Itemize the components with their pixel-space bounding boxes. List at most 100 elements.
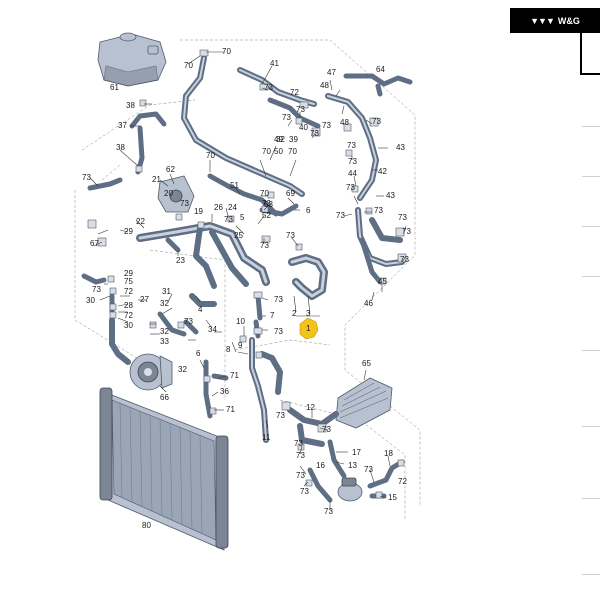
callout-75: 75 <box>124 277 133 286</box>
callout-70: 70 <box>206 151 215 160</box>
callout-73: 73 <box>402 227 411 236</box>
radiator <box>99 387 229 551</box>
callout-71: 71 <box>230 371 239 380</box>
callout-20: 20 <box>164 189 173 198</box>
callout-27: 27 <box>140 295 149 304</box>
callout-44: 44 <box>348 169 357 178</box>
callout-25: 25 <box>234 231 243 240</box>
callout-4: 4 <box>198 305 203 314</box>
callout-18: 18 <box>384 449 393 458</box>
callout-36: 36 <box>220 387 229 396</box>
callout-19: 19 <box>194 207 203 216</box>
callout-73: 73 <box>372 117 381 126</box>
callout-66: 66 <box>160 393 169 402</box>
callout-37: 37 <box>118 121 127 130</box>
callout-10: 10 <box>236 317 245 326</box>
callout-47: 47 <box>327 68 336 77</box>
callout-31: 31 <box>162 287 171 296</box>
callout-73: 73 <box>296 105 305 114</box>
callout-43: 43 <box>386 191 395 200</box>
side-divider <box>582 276 600 277</box>
callout-73: 73 <box>347 141 356 150</box>
callout-17: 17 <box>352 448 361 457</box>
callout-42: 42 <box>378 167 387 176</box>
side-divider <box>582 126 600 127</box>
callout-80: 80 <box>142 521 151 530</box>
callout-45: 45 <box>378 277 387 286</box>
side-divider <box>582 176 600 177</box>
leader-lines <box>89 51 407 510</box>
brand-name: W&G <box>557 15 580 26</box>
callout-72: 72 <box>124 311 133 320</box>
callout-72: 72 <box>398 477 407 486</box>
callout-51: 51 <box>230 181 239 190</box>
callout-6: 6 <box>196 349 201 358</box>
callout-5: 5 <box>240 213 245 222</box>
side-divider <box>582 498 600 499</box>
callout-6: 6 <box>306 206 311 215</box>
callout-73: 73 <box>296 451 305 460</box>
callout-73: 73 <box>322 425 331 434</box>
callout-50: 50 <box>274 147 283 156</box>
callout-29: 29 <box>124 227 133 236</box>
callout-33: 33 <box>160 337 169 346</box>
callout-9: 9 <box>238 341 243 350</box>
callout-73: 73 <box>224 215 233 224</box>
callout-73: 73 <box>310 129 319 138</box>
callout-29: 29 <box>124 269 133 278</box>
callout-2: 2 <box>292 309 297 318</box>
callout-23: 23 <box>176 256 185 265</box>
callout-7: 7 <box>270 311 275 320</box>
callout-73: 73 <box>274 327 283 336</box>
callout-73: 73 <box>260 241 269 250</box>
callout-73: 73 <box>336 211 345 220</box>
hose-clips <box>87 49 407 499</box>
callout-73: 73 <box>262 199 271 208</box>
callout-3: 3 <box>306 309 311 318</box>
callout-12: 12 <box>306 403 315 412</box>
callout-32: 32 <box>160 327 169 336</box>
callout-48: 48 <box>320 81 329 90</box>
callout-70: 70 <box>262 147 271 156</box>
callout-53: 53 <box>264 200 273 209</box>
brand-logo-icon: ▼▼▼ <box>530 15 555 26</box>
callout-61: 61 <box>110 83 119 92</box>
callout-38: 38 <box>116 143 125 152</box>
auxiliary-pump <box>337 477 363 502</box>
callout-65: 65 <box>362 359 371 368</box>
side-divider <box>582 426 600 427</box>
callout-40: 40 <box>299 123 308 132</box>
side-panel-frame <box>580 33 600 75</box>
callout-8: 8 <box>226 345 231 354</box>
callout-73: 73 <box>400 255 409 264</box>
water-pump <box>129 353 173 391</box>
callout-64: 64 <box>376 65 385 74</box>
callout-41: 41 <box>270 59 279 68</box>
callout-72: 72 <box>290 88 299 97</box>
callout-69: 69 <box>286 189 295 198</box>
callout-70: 70 <box>260 189 269 198</box>
callout-32: 32 <box>160 299 169 308</box>
side-divider <box>582 350 600 351</box>
callout-73: 73 <box>286 231 295 240</box>
callout-73: 73 <box>274 295 283 304</box>
callout-28: 28 <box>124 301 133 310</box>
callout-39: 39 <box>289 135 298 144</box>
side-divider <box>582 226 600 227</box>
callout-73: 73 <box>296 471 305 480</box>
callout-32: 32 <box>178 365 187 374</box>
callout-73: 73 <box>348 157 357 166</box>
callout-38: 38 <box>126 101 135 110</box>
callout-73: 73 <box>322 121 331 130</box>
callout-34: 34 <box>208 325 217 334</box>
side-divider <box>582 574 600 575</box>
callout-73: 73 <box>184 317 193 326</box>
callout-73: 73 <box>92 285 101 294</box>
callout-73: 73 <box>180 199 189 208</box>
callout-73: 73 <box>324 507 333 516</box>
callout-13: 13 <box>348 461 357 470</box>
highlight-marker[interactable] <box>299 317 319 340</box>
callout-73: 73 <box>282 113 291 122</box>
callout-71: 71 <box>226 405 235 414</box>
